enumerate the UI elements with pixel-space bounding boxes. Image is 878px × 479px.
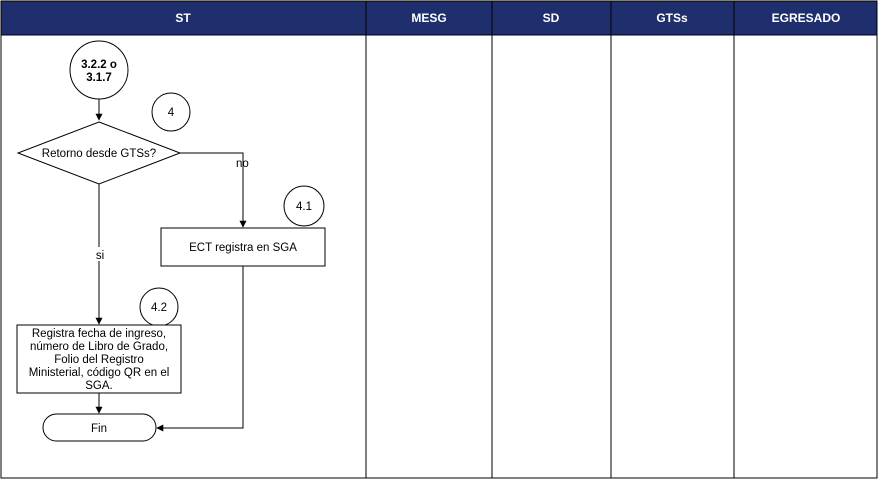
edge-si-label: si: [96, 250, 104, 262]
lane-header-egresado: EGRESADO: [772, 11, 841, 25]
lane-header-mesg: MESG: [411, 11, 446, 25]
step-4-label: 4: [168, 107, 175, 119]
registra-line-1: Registra fecha de ingreso,: [32, 328, 166, 340]
lane-header-gtss: GTSs: [656, 11, 688, 25]
step-4-1-label: 4.1: [296, 201, 312, 213]
lane-header-band: [0, 0, 878, 36]
edge-decision-no: [180, 152, 247, 228]
ect-process-label: ECT registra en SGA: [189, 242, 297, 254]
start-connector-line-1: 3.2.2 o: [81, 59, 117, 71]
step-4-1-marker: [283, 185, 325, 227]
fin-label: Fin: [91, 423, 107, 435]
lane-header-st: ST: [175, 11, 191, 25]
edge-si-label-bg: [92, 247, 108, 261]
step-4-marker: [151, 92, 191, 132]
decision-label: Retorno desde GTSs?: [42, 148, 156, 160]
registra-line-2: número de Libro de Grado,: [30, 341, 168, 353]
registra-line-3: Folio del Registro: [54, 354, 143, 366]
lane-header-sd: SD: [543, 11, 560, 25]
step-4-2-label: 4.2: [151, 302, 167, 314]
registra-process-box: [16, 324, 182, 394]
registra-line-4: Ministerial, código QR en el: [29, 367, 170, 379]
registra-line-5: SGA.: [85, 380, 112, 392]
edge-ect-to-fin: [156, 266, 244, 432]
ect-process-box: [160, 227, 326, 267]
fin-terminator: [42, 413, 157, 442]
edge-no-label: no: [236, 158, 249, 170]
lane-body-frame: [0, 34, 878, 479]
start-connector-line-2: 3.1.7: [86, 72, 112, 84]
